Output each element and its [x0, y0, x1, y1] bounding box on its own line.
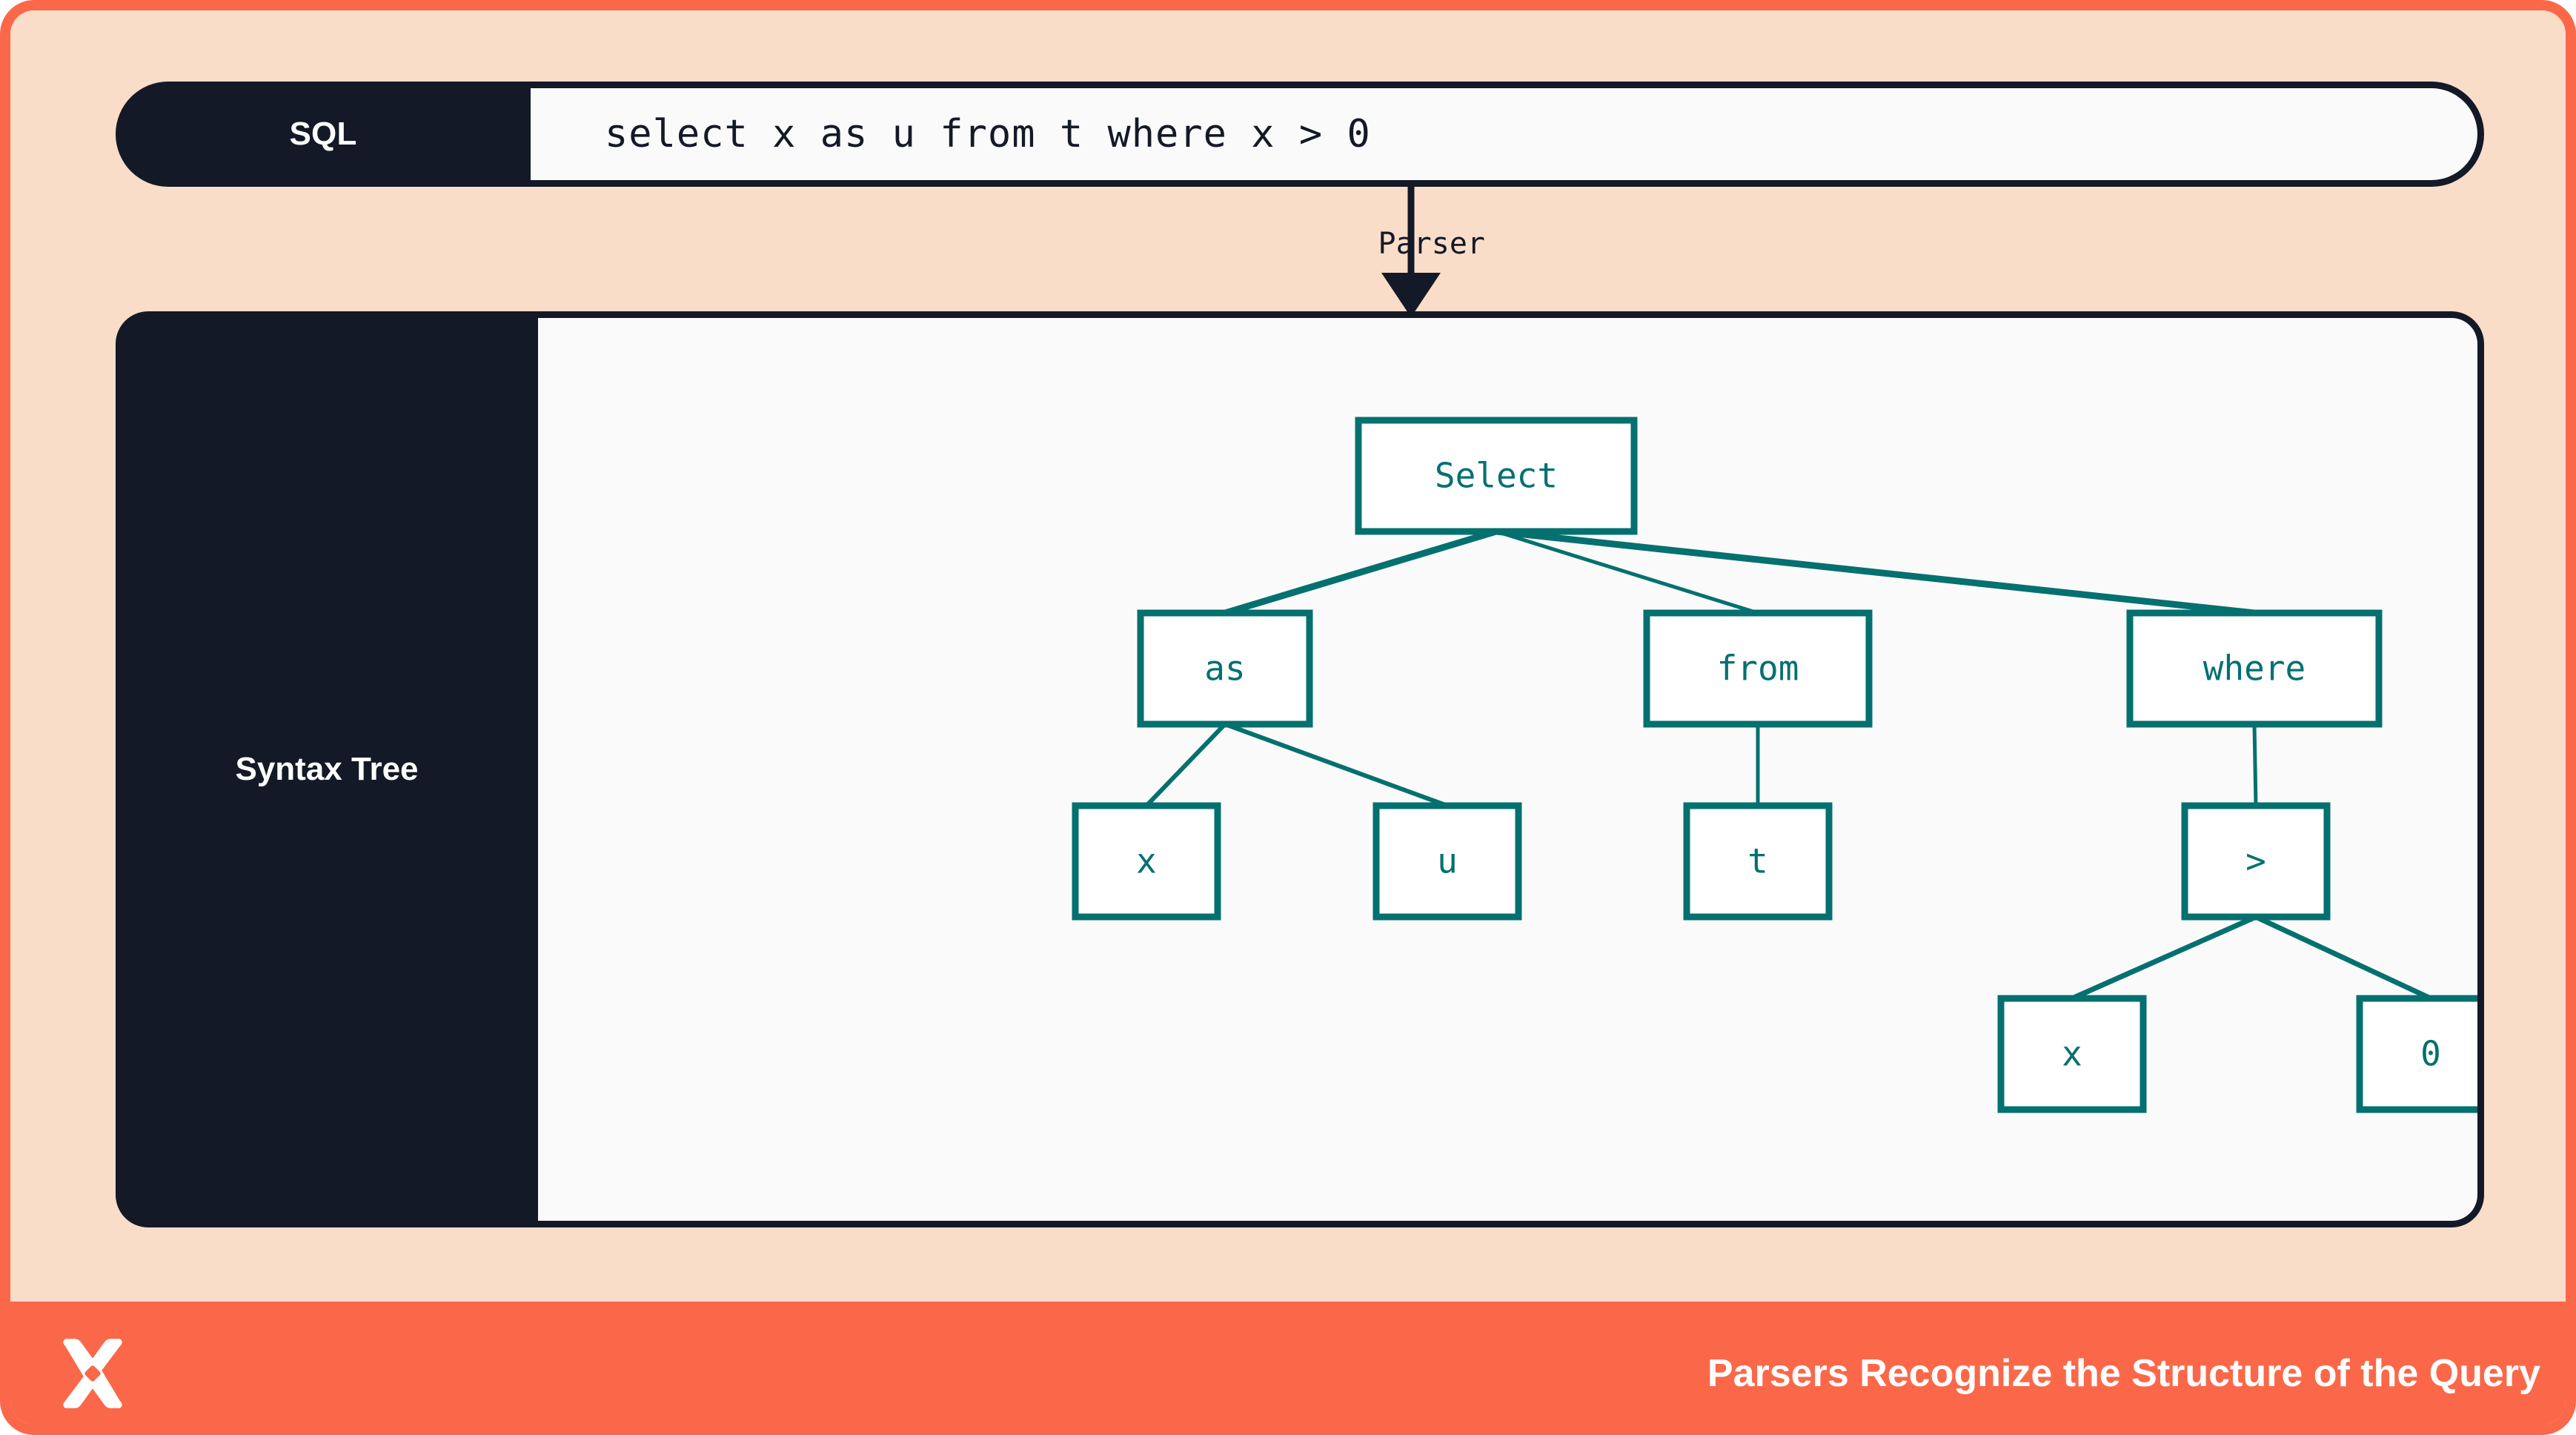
tree-edge — [2254, 914, 2432, 1001]
tree-edge — [1144, 722, 1227, 808]
tree-node-label: x — [2062, 1034, 2082, 1074]
x-mark-logo-icon — [63, 1339, 122, 1408]
tree-node-label: x — [1136, 841, 1157, 881]
tree-node[interactable]: from — [1643, 609, 1873, 728]
tree-node-box — [1683, 802, 1833, 921]
tree-node[interactable]: as — [1137, 609, 1313, 728]
parser-label: Parser — [1378, 227, 1486, 261]
tree-node[interactable]: Select — [1355, 417, 1638, 535]
parser-transform: Parser — [1255, 187, 1567, 319]
syntax-tree-canvas: Select as from where x u t > x 0 — [538, 311, 2484, 1227]
syntax-tree-graph: Select as from where x u t > x 0 — [1072, 417, 2484, 1113]
tree-node[interactable]: x — [1997, 995, 2147, 1113]
sql-query-pane[interactable]: select x as u from t where x > 0 — [531, 82, 2484, 187]
tree-edge-layer — [1144, 528, 2432, 1001]
tree-node-box — [1997, 995, 2147, 1113]
tree-node-box — [1137, 609, 1313, 728]
tree-node-label: > — [2245, 841, 2266, 881]
tree-edge — [1496, 529, 1759, 615]
tree-edge — [2252, 723, 2258, 806]
sql-row: SQL select x as u from t where x > 0 — [116, 82, 2484, 187]
syntax-tree-panel: Syntax Tree Select as from where x u t > x 0 — [116, 311, 2484, 1227]
tree-node-label: 0 — [2420, 1034, 2441, 1074]
tree-node-box — [1355, 417, 1638, 535]
tree-node-box — [2181, 802, 2331, 921]
footer-bar: Parsers Recognize the Structure of the Q… — [10, 1302, 2566, 1425]
sql-label-pane: SQL — [116, 82, 531, 187]
tree-node[interactable]: x — [1072, 802, 1221, 921]
tree-node-label: where — [2203, 649, 2306, 689]
sql-label: SQL — [289, 116, 357, 152]
tree-node[interactable]: where — [2126, 609, 2383, 728]
tree-node-box — [1072, 802, 1221, 921]
tree-edge — [2071, 914, 2257, 1001]
tree-node-label: Select — [1435, 456, 1558, 496]
tree-node-label: as — [1204, 649, 1245, 689]
tree-node[interactable]: t — [1683, 802, 1833, 921]
tree-node[interactable]: > — [2181, 802, 2331, 921]
sql-query-text: select x as u from t where x > 0 — [605, 112, 1371, 156]
tree-node-label: t — [1747, 841, 1768, 881]
tree-node-box — [1643, 609, 1873, 728]
tree-node-box — [1372, 802, 1522, 921]
tree-edge — [1224, 528, 1498, 617]
parser-arrow-icon — [1381, 187, 1441, 317]
tree-node-layer: Select as from where x u t > x 0 — [1072, 417, 2484, 1113]
tree-node-box — [2356, 995, 2477, 1113]
syntax-tree-label-pane: Syntax Tree — [116, 311, 538, 1227]
tree-node-box — [2126, 609, 2383, 728]
tree-node[interactable]: u — [1372, 802, 1522, 921]
tree-edge — [1496, 528, 2255, 617]
tree-node-label: u — [1437, 841, 1458, 881]
syntax-tree-label: Syntax Tree — [235, 751, 419, 787]
footer-caption: Parsers Recognize the Structure of the Q… — [1707, 1352, 2540, 1395]
tree-node-label: from — [1717, 649, 1799, 689]
tree-edge — [1224, 722, 1449, 808]
tree-node[interactable]: 0 — [2356, 995, 2484, 1113]
